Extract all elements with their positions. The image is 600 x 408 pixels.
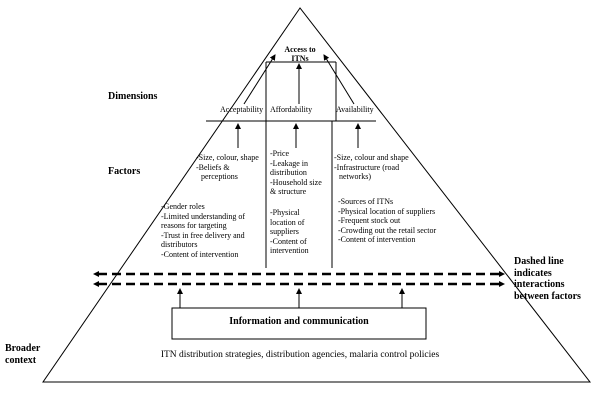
factor-text: -Trust in free delivery and — [161, 230, 245, 240]
dimension-availability: Availability — [336, 105, 374, 114]
factor-text: -Household size — [270, 177, 322, 187]
info-box — [171, 307, 427, 340]
factor-text: -Content of intervention — [161, 249, 239, 259]
factor-text: -Gender roles — [161, 202, 205, 211]
factor-text: -Crowding out the retail sector — [338, 225, 437, 235]
access-title: Access to ITNs — [272, 45, 328, 63]
arrow-acceptability-to-access — [243, 54, 276, 105]
dashed-note-line: interactions — [514, 279, 565, 290]
factor-text: -Sources of ITNs — [338, 197, 394, 206]
dashed-note-line: indicates — [514, 267, 552, 279]
access-title-text: Access to ITNs — [284, 45, 316, 63]
factor-text: suppliers — [270, 227, 299, 236]
broader-context-line: Broader — [5, 343, 41, 354]
affordability-factors-upper: -Price -Leakage in distribution -Househo… — [270, 149, 322, 197]
dashed-note-line: Dashed line — [514, 256, 564, 267]
factor-text: -Limited understanding of — [161, 211, 245, 221]
factor-text: -Beliefs & — [196, 162, 230, 172]
factor-text: distributors — [161, 240, 198, 249]
factor-text: -Price — [270, 149, 290, 158]
factor-text: -Size, colour and shape — [334, 153, 409, 162]
availability-factors-upper: -Size, colour and shape -Infrastructure … — [334, 153, 409, 182]
factor-text: -Physical location of suppliers — [338, 206, 436, 216]
availability-factors-lower: -Sources of ITNs -Physical location of s… — [338, 197, 436, 245]
factor-text: -Physical — [270, 208, 300, 217]
factor-text: reasons for targeting — [161, 221, 227, 230]
affordability-factors-lower: -Physical location of suppliers -Content… — [270, 208, 309, 256]
factor-text: -Size, colour, shape — [196, 153, 259, 162]
factor-text: -Content of — [270, 236, 307, 246]
acceptability-factors-lower: -Gender roles -Limited understanding of … — [161, 202, 245, 259]
factor-text: intervention — [270, 246, 309, 255]
factors-heading: Factors — [108, 166, 141, 177]
pyramid-outline — [42, 7, 592, 383]
factor-text: perceptions — [201, 172, 238, 181]
factor-text: location of — [270, 217, 305, 227]
info-box-label: Information and communication — [229, 316, 369, 327]
factor-text: distribution — [270, 168, 307, 177]
arrow-availability-to-access — [323, 54, 355, 105]
factor-text: -Content of intervention — [338, 235, 416, 244]
factor-text: -Infrastructure (road — [334, 162, 400, 172]
broader-context-text: ITN distribution strategies, distributio… — [160, 350, 440, 360]
dimension-affordability: Affordability — [270, 105, 313, 114]
factor-text: networks) — [339, 172, 371, 181]
dimension-acceptability: Acceptability — [220, 105, 264, 114]
dashed-note-line: between factors — [514, 290, 581, 302]
broader-context-heading: Broader context — [5, 343, 40, 367]
dimensions-heading: Dimensions — [108, 91, 158, 102]
factor-text: -Frequent stock out — [338, 216, 401, 225]
acceptability-factors-upper: -Size, colour, shape -Beliefs & percepti… — [196, 153, 259, 182]
broader-context-line: context — [5, 355, 37, 366]
factor-text: -Leakage in — [270, 158, 308, 168]
dashed-line-note: Dashed line indicates interactions betwe… — [514, 256, 581, 302]
factor-text: & structure — [270, 187, 307, 196]
